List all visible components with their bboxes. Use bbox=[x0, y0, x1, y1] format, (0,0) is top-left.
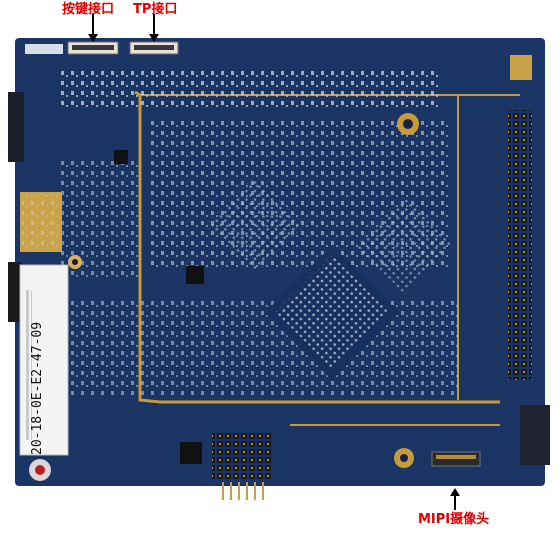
arrow-tp-interface bbox=[149, 14, 159, 42]
ddr-area-left bbox=[205, 175, 305, 275]
gpio-pin-header bbox=[508, 110, 532, 380]
component-field-low bbox=[60, 300, 460, 395]
sticker-serial: 20-18-0E-E2-47-09 bbox=[30, 321, 45, 455]
pcb-edge-left bbox=[8, 92, 24, 162]
component-field-top bbox=[60, 70, 440, 110]
right-edge-block bbox=[520, 405, 550, 465]
gold-pad-texture bbox=[22, 194, 60, 250]
callout-tp-interface: TP接口 bbox=[133, 2, 178, 17]
arrow-mipi-camera bbox=[450, 488, 460, 510]
chip-mid-left bbox=[186, 266, 204, 284]
callout-button-interface: 按键接口 bbox=[62, 2, 115, 17]
left-edge-port bbox=[8, 262, 22, 322]
sticker-serial-text: 20-18-0E-E2-47-09 bbox=[26, 265, 48, 455]
button-fpc-slot bbox=[72, 45, 114, 50]
bottom-pin-legs bbox=[222, 482, 264, 500]
arrow-button-interface bbox=[88, 14, 98, 42]
callout-mipi-camera: MIPI摄像头 bbox=[418, 512, 490, 527]
mipi-connector-pins bbox=[436, 455, 476, 459]
mounting-hole-bottom-left-inner bbox=[35, 465, 45, 475]
chip-bottom-left bbox=[180, 442, 202, 464]
sticker-barcode bbox=[26, 290, 32, 440]
mounting-hole-top-right-inner bbox=[403, 119, 413, 129]
mounting-hole-left-inner bbox=[72, 259, 78, 265]
mounting-hole-bottom-mid-inner bbox=[400, 454, 408, 462]
gold-pad-top-right bbox=[510, 55, 532, 80]
bottom-pin-header bbox=[212, 432, 272, 480]
silkscreen-label-block bbox=[25, 44, 63, 54]
bga-balls bbox=[275, 255, 389, 369]
tp-fpc-slot bbox=[134, 45, 174, 50]
chip-left bbox=[114, 150, 128, 164]
